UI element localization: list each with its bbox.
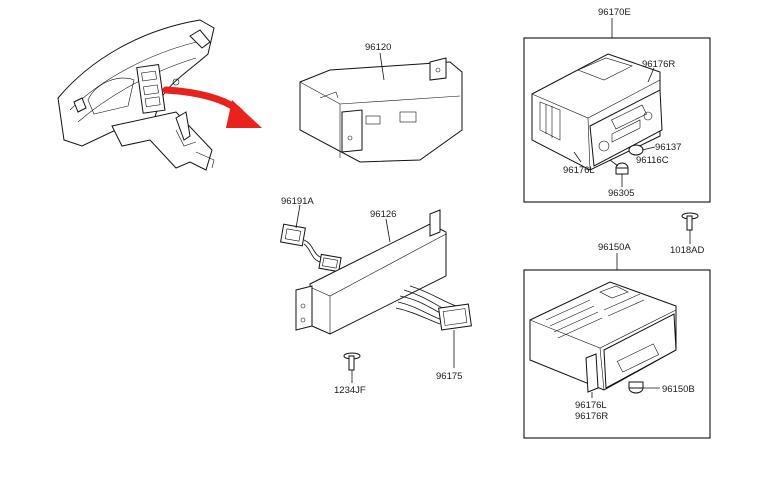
label-96176L-top: 96176L	[563, 165, 595, 176]
screw-1234JF	[343, 352, 361, 371]
knob-96150B	[628, 381, 644, 394]
label-96176R-bottom: 96176R	[575, 411, 608, 422]
harness-96175	[395, 285, 472, 331]
label-96150A: 96150A	[598, 242, 631, 253]
module-96126	[295, 209, 447, 335]
label-96191A: 96191A	[281, 196, 314, 207]
bracket-96120	[299, 57, 463, 163]
label-96176L-bottom: 96176L	[575, 400, 607, 411]
radio-unit-96170E	[531, 53, 663, 171]
label-96120: 96120	[365, 42, 391, 53]
harness-96191A	[280, 223, 342, 273]
label-96137: 96137	[655, 142, 681, 153]
label-96170E: 96170E	[598, 7, 631, 18]
bracket-96176	[585, 353, 599, 393]
group-box-96170E	[523, 37, 711, 203]
screw-1018AD	[681, 212, 699, 231]
label-96175: 96175	[436, 371, 462, 382]
label-1018AD: 1018AD	[670, 245, 704, 256]
label-1234JF: 1234JF	[334, 385, 366, 396]
leader-lines	[295, 18, 691, 398]
label-96126: 96126	[370, 209, 396, 220]
part-labels: 96120 96170E 96176R 96137 96116C 96176L …	[281, 7, 704, 422]
label-96116C: 96116C	[636, 155, 669, 166]
knob-96137	[628, 144, 644, 156]
location-arrow	[162, 86, 262, 128]
knob-96305	[615, 162, 629, 175]
label-96305: 96305	[608, 188, 634, 199]
label-96150B: 96150B	[662, 384, 695, 395]
radio-unit-96150A	[529, 281, 677, 391]
label-96176R-top: 96176R	[642, 59, 675, 70]
dashboard-illustration	[57, 19, 215, 171]
